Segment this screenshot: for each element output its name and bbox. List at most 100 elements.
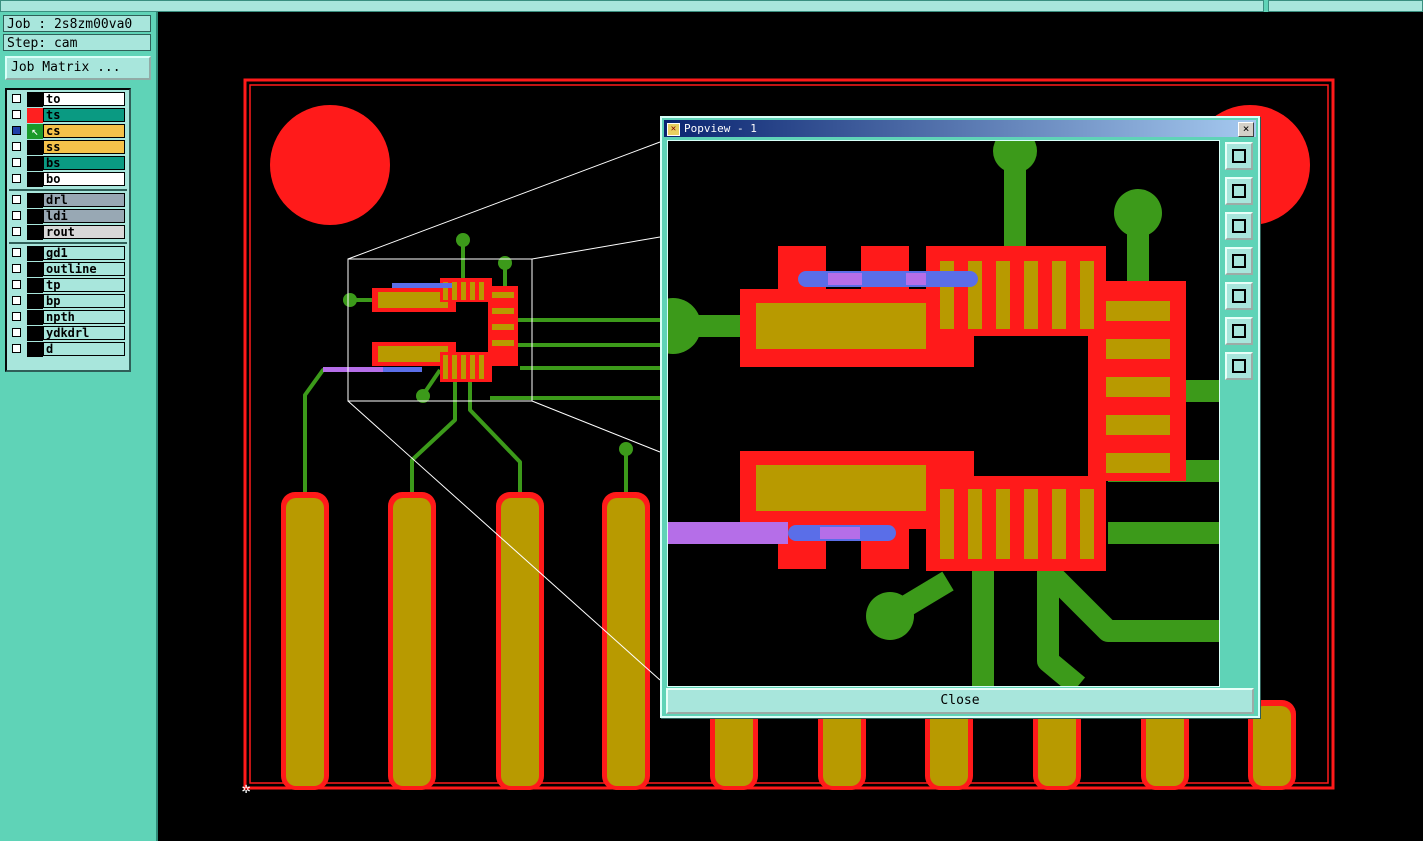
zoom-ic-pin <box>1024 489 1038 559</box>
layer-group-separator <box>9 242 127 244</box>
layer-checkbox[interactable] <box>12 248 21 257</box>
layer-row-gd1[interactable]: gd1 <box>9 246 127 261</box>
layer-row-ydkdrl[interactable]: ydkdrl <box>9 326 127 341</box>
layer-checkbox[interactable] <box>12 110 21 119</box>
layer-row-ts[interactable]: ts <box>9 108 127 123</box>
layer-color-swatch[interactable] <box>27 326 43 341</box>
layer-name[interactable]: drl <box>43 193 125 207</box>
layer-color-swatch[interactable] <box>27 246 43 261</box>
layer-row-bp[interactable]: bp <box>9 294 127 309</box>
close-icon[interactable]: × <box>1238 122 1254 137</box>
zoom-out-icon <box>1232 359 1246 373</box>
zoom-in-button[interactable] <box>1225 317 1253 345</box>
layer-color-swatch[interactable] <box>27 225 43 240</box>
layer-row-cs[interactable]: ↖cs <box>9 124 127 139</box>
layer-name[interactable]: gd1 <box>43 246 125 260</box>
layer-row-bo[interactable]: bo <box>9 172 127 187</box>
layer-name[interactable]: ss <box>43 140 125 154</box>
layer-name[interactable]: to <box>43 92 125 106</box>
layer-row-npth[interactable]: npth <box>9 310 127 325</box>
layer-color-swatch[interactable] <box>27 140 43 155</box>
layer-row-ss[interactable]: ss <box>9 140 127 155</box>
layer-name[interactable]: ydkdrl <box>43 326 125 340</box>
layer-checkbox[interactable] <box>12 126 21 135</box>
pan-right-button[interactable] <box>1225 282 1253 310</box>
layer-name[interactable]: cs <box>43 124 125 138</box>
layer-name[interactable]: rout <box>43 225 125 239</box>
zoom-out-button[interactable] <box>1225 352 1253 380</box>
layer-checkbox[interactable] <box>12 328 21 337</box>
board-outline-inner <box>249 84 1329 784</box>
layer-checkbox[interactable] <box>12 296 21 305</box>
zoom-via <box>1114 189 1162 237</box>
via-pad <box>456 233 470 247</box>
zoom-ic-pin <box>996 261 1010 329</box>
layer-checkbox[interactable] <box>12 211 21 220</box>
layer-name[interactable]: ldi <box>43 209 125 223</box>
layer-name[interactable]: npth <box>43 310 125 324</box>
layer-name[interactable]: ts <box>43 108 125 122</box>
layer-checkbox[interactable] <box>12 174 21 183</box>
layer-color-swatch[interactable]: ↖ <box>27 124 43 139</box>
layer-checkbox[interactable] <box>12 264 21 273</box>
layer-row-bs[interactable]: bs <box>9 156 127 171</box>
origin-crosshair-icon: ✲ <box>241 779 251 797</box>
ic-pin <box>461 282 466 300</box>
copper-trace <box>468 370 522 492</box>
layer-name[interactable]: bs <box>43 156 125 170</box>
layer-name[interactable]: bp <box>43 294 125 308</box>
layer-checkbox[interactable] <box>12 227 21 236</box>
pan-left-button[interactable] <box>1225 247 1253 275</box>
layer-color-swatch[interactable] <box>27 172 43 187</box>
layer-color-swatch[interactable] <box>27 108 43 123</box>
layer-checkbox[interactable] <box>12 344 21 353</box>
zoom-copper-trace <box>1037 561 1086 686</box>
layer-name[interactable]: tp <box>43 278 125 292</box>
layer-color-swatch[interactable] <box>27 156 43 171</box>
layer-color-swatch[interactable] <box>27 294 43 309</box>
layer-row-drl[interactable]: drl <box>9 193 127 208</box>
zoom-fit-button[interactable] <box>1225 142 1253 170</box>
layer-row-tp[interactable]: tp <box>9 278 127 293</box>
layer-color-swatch[interactable] <box>27 193 43 208</box>
layer-row-rout[interactable]: rout <box>9 225 127 240</box>
selected-pad-highlight <box>380 367 422 372</box>
pan-up-button[interactable] <box>1225 177 1253 205</box>
layer-color-swatch[interactable] <box>27 209 43 224</box>
layer-checkbox[interactable] <box>12 195 21 204</box>
layer-checkbox[interactable] <box>12 142 21 151</box>
zoom-via <box>993 141 1037 173</box>
layer-checkbox[interactable] <box>12 94 21 103</box>
via-pad <box>343 293 357 307</box>
popview-titlebar[interactable]: ✕ Popview - 1 × <box>664 120 1256 137</box>
layer-color-swatch[interactable] <box>27 310 43 325</box>
close-button[interactable]: Close <box>666 688 1254 714</box>
layer-row-d[interactable]: d <box>9 342 127 357</box>
layer-color-swatch[interactable] <box>27 262 43 277</box>
layer-checkbox[interactable] <box>12 312 21 321</box>
layer-color-swatch[interactable] <box>27 278 43 293</box>
ic-pin <box>452 282 457 300</box>
layer-checkbox[interactable] <box>12 280 21 289</box>
ic-pin <box>492 308 514 314</box>
layer-name[interactable]: outline <box>43 262 125 276</box>
job-matrix-button[interactable]: Job Matrix ... <box>5 56 151 80</box>
layer-name[interactable]: d <box>43 342 125 356</box>
layer-row-outline[interactable]: outline <box>9 262 127 277</box>
zoom-copper-trace <box>1040 563 1219 642</box>
layer-row-to[interactable]: to <box>9 92 127 107</box>
popview-title: Popview - 1 <box>684 122 757 135</box>
gold-finger-pad <box>1146 706 1184 786</box>
via-pad <box>416 389 430 403</box>
paste-trace <box>323 367 383 372</box>
layer-name[interactable]: bo <box>43 172 125 186</box>
popview-canvas[interactable] <box>667 140 1220 687</box>
layer-checkbox[interactable] <box>12 158 21 167</box>
pan-down-button[interactable] <box>1225 212 1253 240</box>
layer-row-ldi[interactable]: ldi <box>9 209 127 224</box>
zoom-leader-line <box>531 236 661 260</box>
layer-color-swatch[interactable] <box>27 92 43 107</box>
layer-color-swatch[interactable] <box>27 342 43 357</box>
zoom-paste <box>820 527 860 539</box>
mounting-hole-left <box>270 105 390 225</box>
